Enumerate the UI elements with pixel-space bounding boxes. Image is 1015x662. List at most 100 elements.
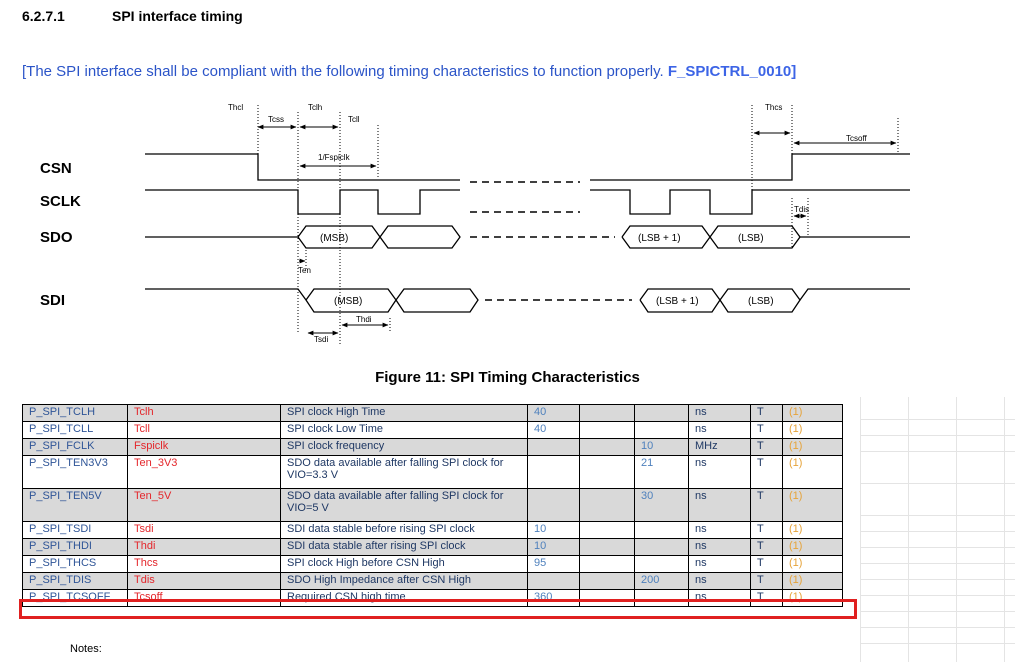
table-cell-typ <box>579 421 635 439</box>
table-cell-unit: ns <box>688 455 751 489</box>
signal-sdo-label: SDO <box>40 229 73 246</box>
table-cell-note: (1) <box>782 455 843 489</box>
table-cell-name: P_SPI_FCLK <box>22 438 128 456</box>
csn-waveform-left <box>145 153 460 181</box>
table-cell-symbol: Ten_5V <box>127 488 281 522</box>
grid-line <box>860 531 1015 532</box>
table-cell-name: P_SPI_TCLL <box>22 421 128 439</box>
table-cell-t: T <box>750 421 783 439</box>
sdo-waveform-left <box>145 225 381 249</box>
table-cell-unit: ns <box>688 404 751 422</box>
label-fspiclk: 1/Fspiclk <box>318 153 351 162</box>
table-cell-unit: MHz <box>688 438 751 456</box>
table-cell-min <box>527 488 580 522</box>
table-cell-unit: ns <box>688 421 751 439</box>
table-cell-typ <box>579 572 635 590</box>
table-cell-unit: ns <box>688 589 751 607</box>
sclk-waveform-left <box>145 189 460 215</box>
table-cell-note: (1) <box>782 572 843 590</box>
grid-line <box>908 397 909 662</box>
table-cell-name: P_SPI_TEN5V <box>22 488 128 522</box>
table-cell-t: T <box>750 521 783 539</box>
table-cell-typ <box>579 404 635 422</box>
label-thdi: Thdi <box>356 315 372 324</box>
table-cell-t: T <box>750 538 783 556</box>
requirement-text: [The SPI interface shall be compliant wi… <box>22 63 796 80</box>
table-cell-typ <box>579 538 635 556</box>
sdo-lsb-label: (LSB) <box>738 233 764 244</box>
table-cell-t: T <box>750 572 783 590</box>
label-tclh: Tclh <box>308 103 322 112</box>
table-cell-typ <box>579 521 635 539</box>
label-thcs: Thcs <box>765 103 782 112</box>
signal-csn-label: CSN <box>40 160 72 177</box>
table-cell-max: 21 <box>634 455 689 489</box>
table-cell-desc: SPI clock frequency <box>280 438 528 456</box>
sdi-msb-label: (MSB) <box>334 296 362 307</box>
table-cell-t: T <box>750 438 783 456</box>
grid-line <box>860 483 1015 484</box>
grid-line <box>860 515 1015 516</box>
spi-timing-diagram: CSN SCLK SDO SDI <box>40 103 910 345</box>
table-cell-t: T <box>750 455 783 489</box>
table-cell-min <box>527 438 580 456</box>
table-cell-symbol: Thcs <box>127 555 281 573</box>
sdi-waveform-left <box>145 289 307 312</box>
grid-line <box>860 595 1015 596</box>
table-cell-min: 40 <box>527 421 580 439</box>
table-cell-typ <box>579 488 635 522</box>
table-cell-max <box>634 538 689 556</box>
table-cell-symbol: Ten_3V3 <box>127 455 281 489</box>
label-tdis: Tdis <box>794 205 809 214</box>
grid-line <box>860 627 1015 628</box>
label-tsdi: Tsdi <box>314 335 328 344</box>
grid-line <box>860 563 1015 564</box>
label-tcll: Tcll <box>348 115 360 124</box>
table-cell-unit: ns <box>688 555 751 573</box>
sdo-lsb1-label: (LSB + 1) <box>638 233 681 244</box>
table-cell-t: T <box>750 488 783 522</box>
table-cell-desc: SPI clock Low Time <box>280 421 528 439</box>
table-cell-min <box>527 455 580 489</box>
table-cell-note: (1) <box>782 438 843 456</box>
section-number: 6.2.7.1 <box>22 8 65 24</box>
requirement-body: [The SPI interface shall be compliant wi… <box>22 63 664 80</box>
highlight-box <box>19 599 857 619</box>
requirement-id: F_SPICTRL_0010] <box>667 63 797 80</box>
label-ten: Ten <box>298 266 311 275</box>
table-cell-typ <box>579 438 635 456</box>
table-cell-name: P_SPI_THDI <box>22 538 128 556</box>
table-cell-typ <box>579 455 635 489</box>
grid-line <box>956 397 957 662</box>
table-cell-desc: SDO data available after falling SPI clo… <box>280 455 528 489</box>
table-cell-desc: SPI clock High Time <box>280 404 528 422</box>
csn-waveform-right <box>590 153 910 181</box>
table-cell-desc: SDI data stable after rising SPI clock <box>280 538 528 556</box>
table-cell-min <box>527 572 580 590</box>
table-cell-t: T <box>750 555 783 573</box>
sdi-tail <box>799 288 910 301</box>
table-cell-max: 30 <box>634 488 689 522</box>
table-cell-symbol: Fspiclk <box>127 438 281 456</box>
table-cell-max <box>634 421 689 439</box>
sdi-lsb-label: (LSB) <box>748 296 774 307</box>
table-cell-note: (1) <box>782 555 843 573</box>
section-title: SPI interface timing <box>112 8 243 24</box>
label-tcss: Tcss <box>268 115 284 124</box>
signal-sclk-label: SCLK <box>40 193 81 210</box>
table-cell-note: (1) <box>782 521 843 539</box>
label-thcl: Thcl <box>228 103 243 112</box>
table-cell-max <box>634 404 689 422</box>
table-cell-desc: SDI data stable before rising SPI clock <box>280 521 528 539</box>
table-cell-max <box>634 521 689 539</box>
notes-label: Notes: <box>70 643 102 655</box>
table-cell-name: P_SPI_TDIS <box>22 572 128 590</box>
